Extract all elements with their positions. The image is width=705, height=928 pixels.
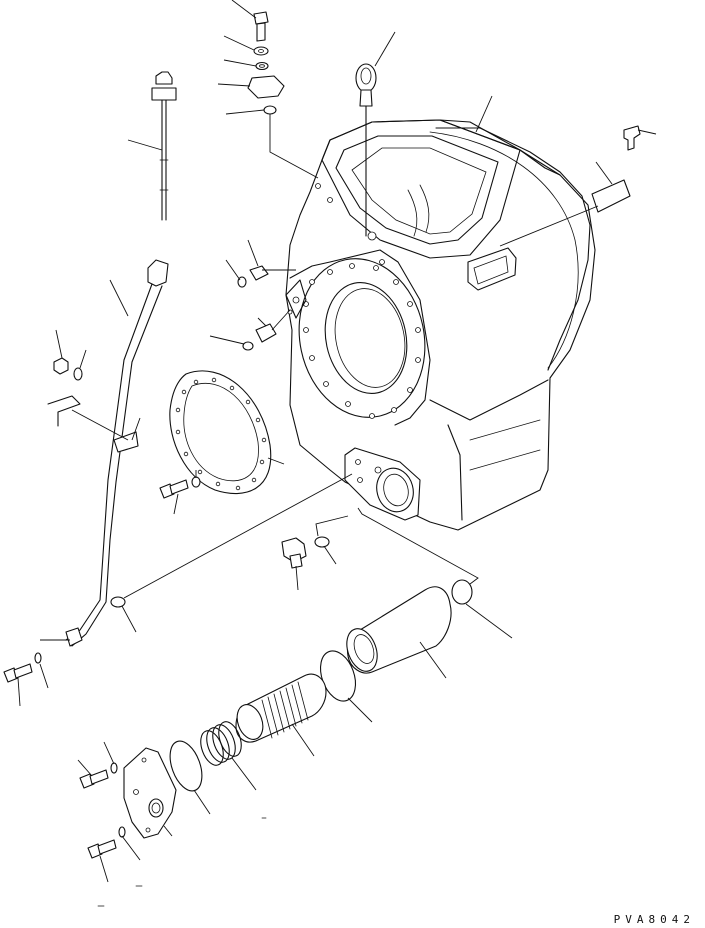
filter-cover <box>123 747 177 839</box>
drain-plug-oring <box>314 515 349 565</box>
guide-washer <box>73 349 87 381</box>
rear-flange-leader <box>475 95 493 133</box>
dipstick <box>127 71 177 221</box>
cover-bolt-lower <box>87 817 267 907</box>
top-cover-bolt <box>231 0 269 42</box>
lifting-eye-bolt <box>355 31 396 237</box>
guide-bolt-washer <box>34 652 49 689</box>
top-cover-plate <box>217 75 285 99</box>
filter-cover-oring <box>169 740 211 815</box>
plug-lower <box>209 309 291 351</box>
guide-bolt <box>3 663 33 707</box>
breather <box>623 125 657 151</box>
filter-case <box>346 586 452 679</box>
top-washer-1 <box>223 35 269 56</box>
guide-oring <box>110 473 353 633</box>
guide-nut <box>53 329 69 375</box>
flange-gasket <box>169 370 285 494</box>
drawing-code: PVA8042 <box>613 913 695 926</box>
filter-element <box>235 673 327 757</box>
plug-upper <box>225 239 296 288</box>
bracket-bolt <box>159 470 201 515</box>
filter-spring <box>200 721 257 791</box>
cover-bolt-upper <box>77 741 118 789</box>
breather-adapter <box>499 161 631 247</box>
dipstick-guide-tube <box>40 259 169 647</box>
transmission-case <box>285 119 596 531</box>
drain-plug <box>281 537 307 591</box>
guide-bracket <box>47 395 129 441</box>
top-gasket <box>225 105 319 179</box>
guide-clamp <box>113 417 141 453</box>
filter-housing-oring <box>357 507 513 639</box>
top-washer-2 <box>223 59 269 71</box>
